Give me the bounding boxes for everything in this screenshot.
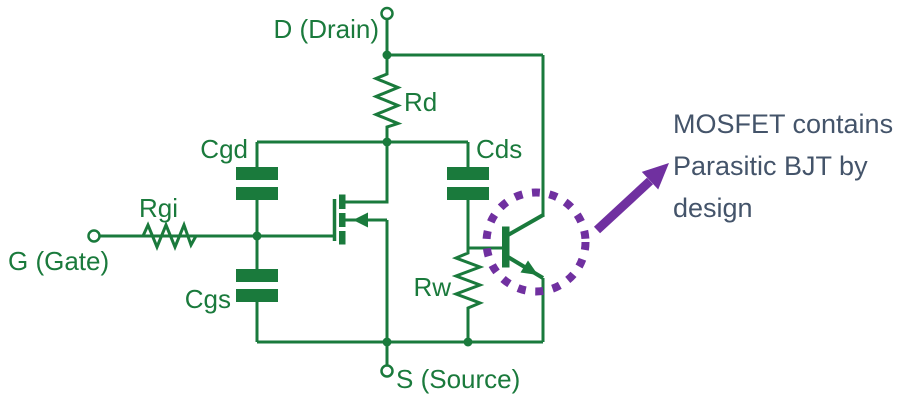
bjt-emitter-arrow-icon	[520, 260, 538, 275]
cgd-label: Cgd	[200, 134, 248, 164]
parasitic-bjt-highlight-ring	[482, 188, 590, 296]
junction-dots	[252, 50, 473, 347]
annotation-line-2: Parasitic BJT by	[673, 151, 868, 181]
cgs-capacitor: Cgs	[185, 269, 278, 314]
rw-resistor: Rw	[413, 250, 485, 313]
cds-capacitor: Cds	[447, 134, 522, 200]
cgd-plate-top	[236, 167, 278, 180]
rd-bottom-lead	[345, 130, 389, 204]
cds-label: Cds	[476, 134, 522, 164]
cgs-plate-bottom	[236, 289, 278, 302]
mosfet-channel-top-segment	[339, 194, 346, 209]
drain-label: D (Drain)	[274, 14, 379, 44]
junction-dot-rw-rail	[463, 337, 473, 347]
rw-label: Rw	[413, 272, 451, 302]
bjt-symbol	[502, 212, 545, 280]
drain-terminal-circle	[380, 6, 394, 21]
cds-plate-top	[447, 167, 489, 180]
junction-dot-gate-node	[252, 231, 262, 241]
gate-terminal-circle	[87, 229, 101, 243]
wires	[99, 18, 545, 366]
mosfet-channel-mid-segment	[339, 213, 346, 227]
rd-zigzag	[372, 70, 403, 131]
callout-arrow-head	[641, 163, 669, 190]
cgs-label: Cgs	[185, 284, 231, 314]
gate-terminal: G (Gate)	[8, 229, 109, 276]
bjt-collector-lead	[507, 212, 545, 237]
junction-dot-source-rail	[382, 337, 392, 347]
gate-label: G (Gate)	[8, 246, 109, 276]
source-label: S (Source)	[396, 364, 520, 394]
source-terminal-circle	[380, 364, 394, 378]
annotation-line-3: design	[673, 193, 753, 223]
callout-arrow-shaft	[593, 177, 654, 234]
mosfet-channel-bottom-segment	[339, 231, 346, 245]
rgi-zigzag	[141, 220, 198, 251]
callout-arrow-icon	[593, 163, 669, 234]
rgi-resistor: Rgi	[139, 193, 198, 251]
bjt-base-bar	[502, 226, 510, 268]
rd-resistor: Rd	[372, 70, 437, 131]
rw-zigzag	[451, 250, 485, 313]
mosfet-symbol	[332, 194, 387, 245]
cds-plate-bottom	[447, 187, 489, 200]
rd-label: Rd	[404, 87, 437, 117]
annotation-text: MOSFET contains Parasitic BJT by design	[673, 109, 893, 223]
junction-dot-mid-rail	[382, 137, 392, 147]
cgs-plate-top	[236, 269, 278, 282]
cgd-capacitor: Cgd	[200, 134, 278, 200]
cgd-plate-bottom	[236, 187, 278, 200]
mosfet-body-arrow-icon	[353, 212, 368, 228]
drain-terminal: D (Drain)	[274, 6, 394, 44]
source-terminal: S (Source)	[380, 364, 520, 394]
annotation-line-1: MOSFET contains	[673, 109, 893, 139]
rgi-label: Rgi	[139, 193, 178, 223]
junction-dot-drain-rail	[382, 50, 392, 60]
